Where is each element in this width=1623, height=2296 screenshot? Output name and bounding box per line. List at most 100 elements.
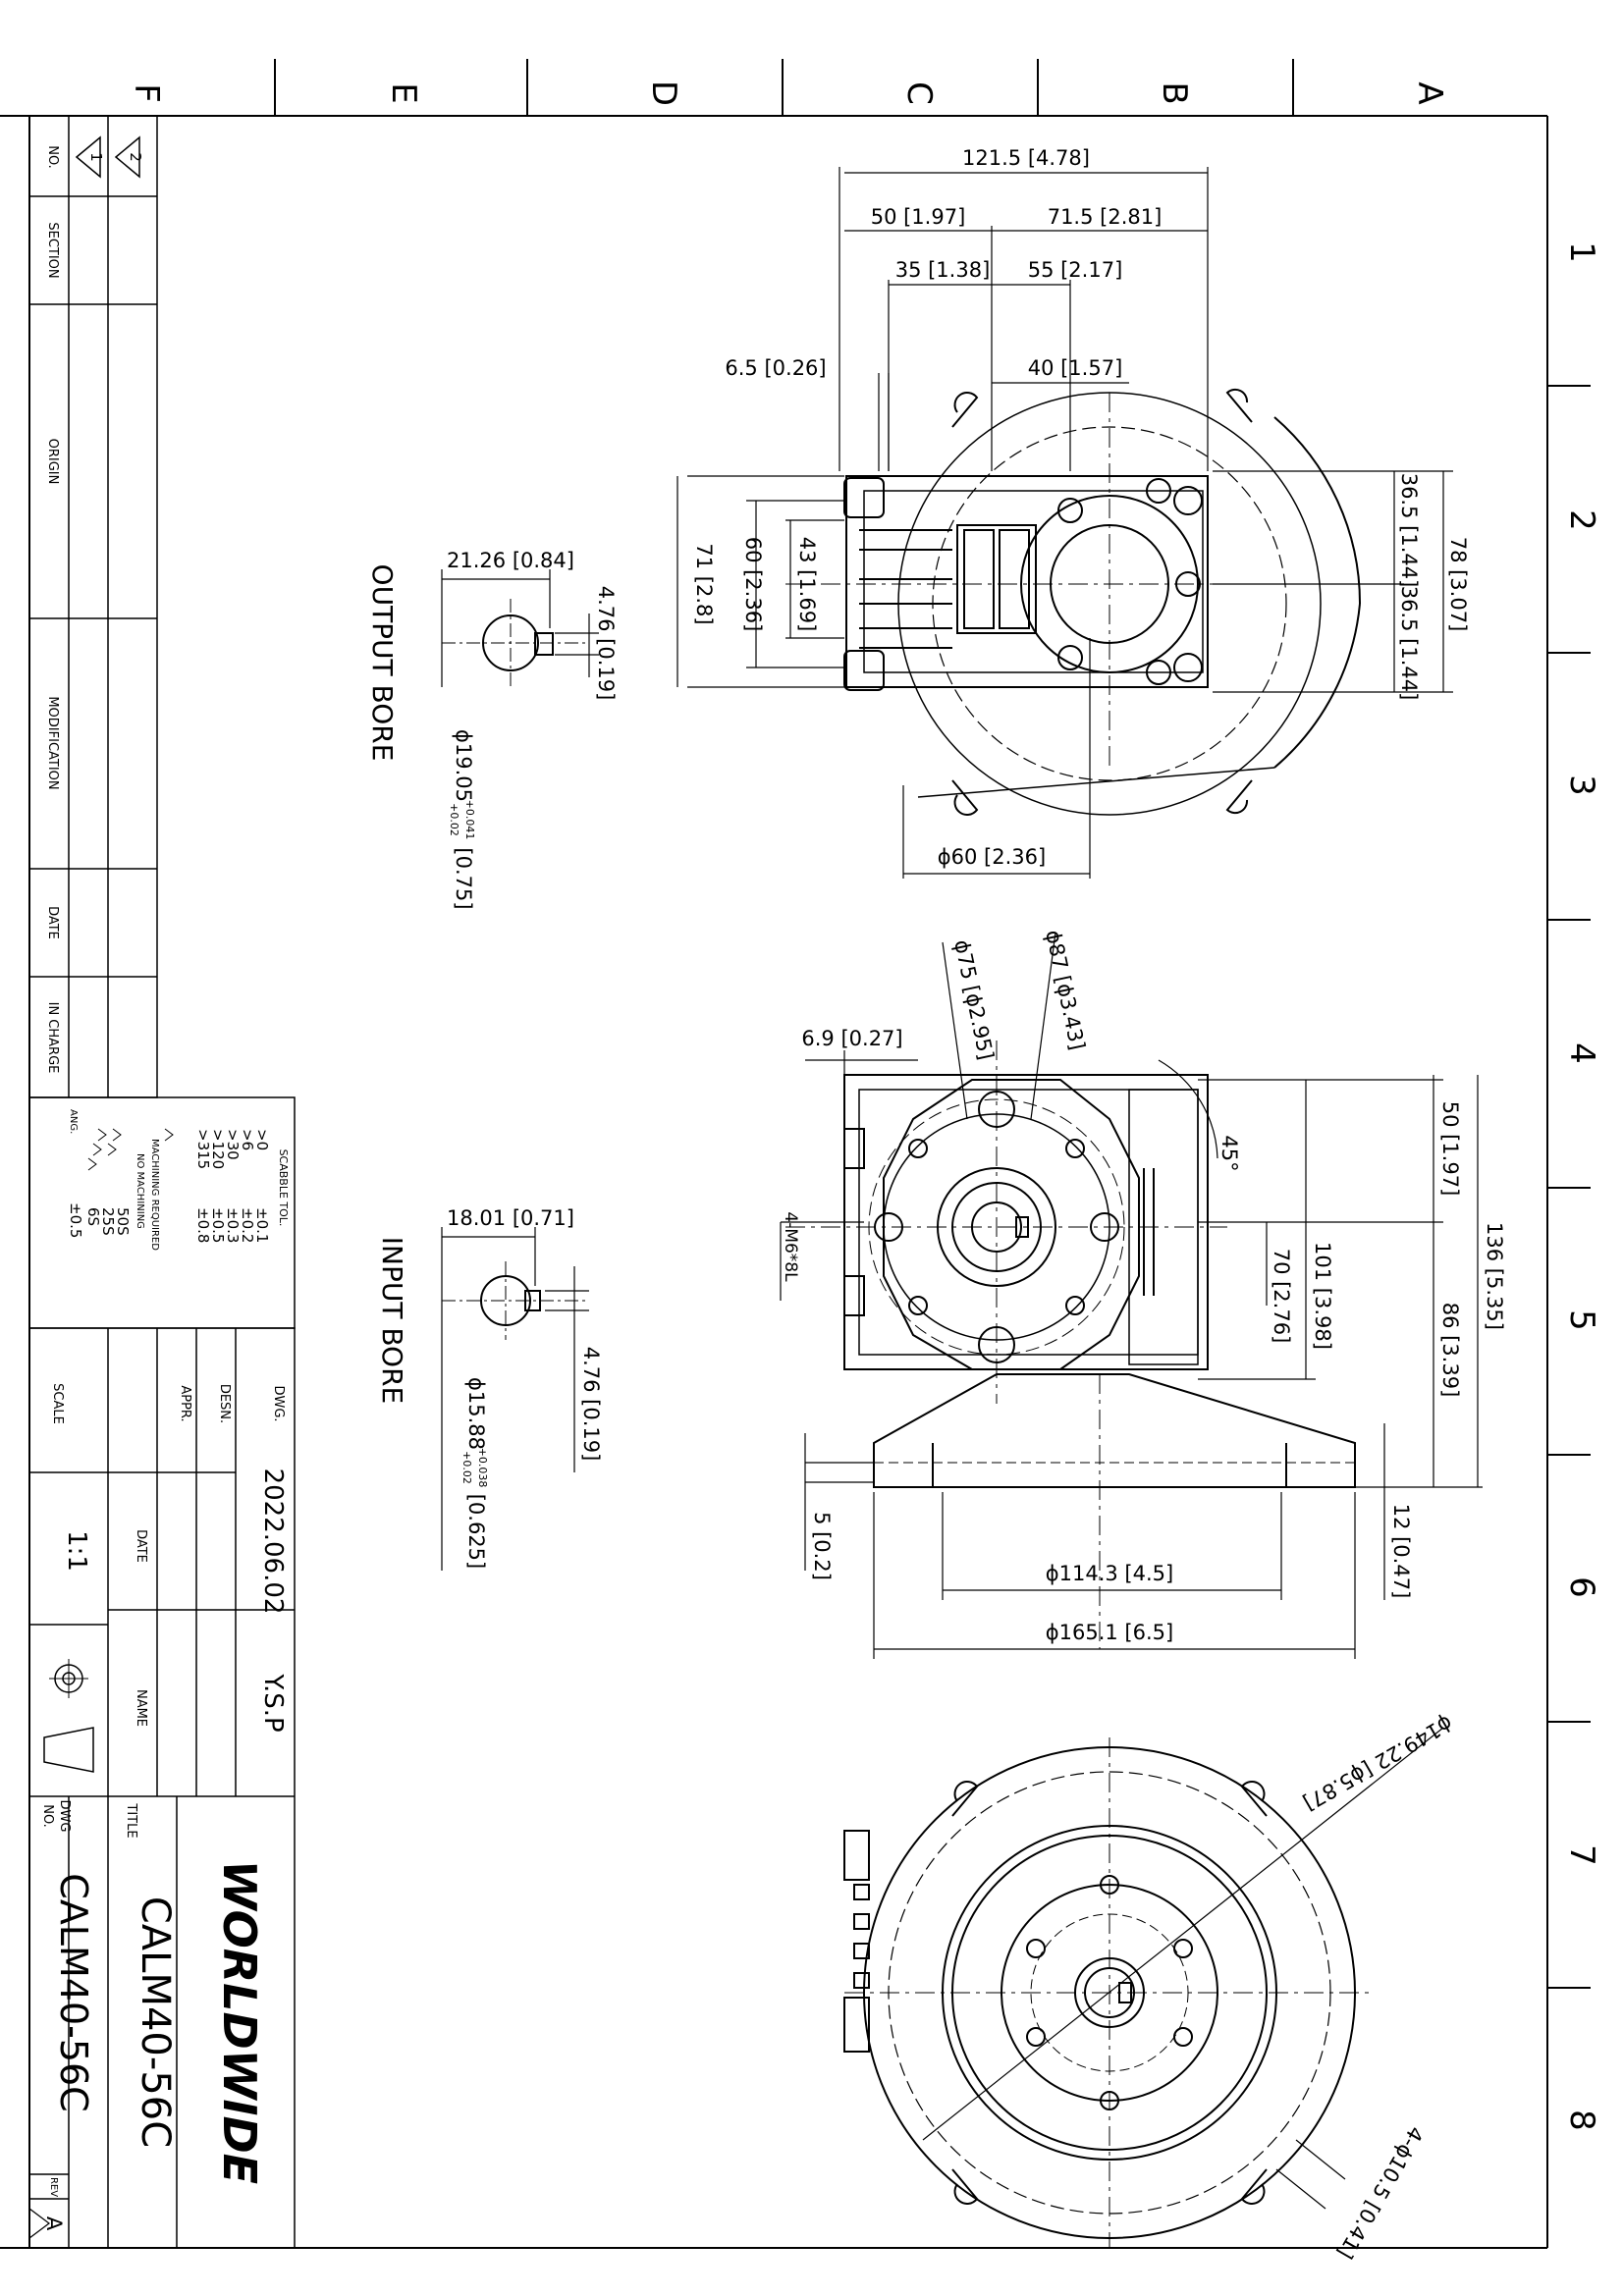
zone-letter-c: C xyxy=(899,81,939,105)
zone-number-7: 7 xyxy=(1562,1844,1601,1866)
title-block xyxy=(28,1327,296,2249)
tol-row-1-key: >6 xyxy=(239,1129,256,1150)
dim-12: 12 [0.47] xyxy=(1389,1504,1413,1599)
zone-number-4: 4 xyxy=(1562,1042,1601,1064)
dim-55: 55 [2.17] xyxy=(1028,258,1123,282)
dim-45-deg: 45° xyxy=(1217,1135,1241,1171)
dim-m6: 4-M6*8L xyxy=(781,1211,800,1282)
dim-101: 101 [3.98] xyxy=(1311,1242,1334,1350)
dim-35: 35 [1.38] xyxy=(895,258,991,282)
zone-letter-d: D xyxy=(644,80,683,106)
zone-number-1: 1 xyxy=(1562,241,1601,263)
input-bore-label: INPUT BORE xyxy=(376,1237,408,1405)
tol-title: SCABBLE TOL. xyxy=(277,1149,290,1227)
output-bore-width: 21.26 [0.84] xyxy=(447,549,574,572)
tb-dwg-date: 2022.06.02 xyxy=(258,1468,288,1615)
tol-ang-label: ANG. xyxy=(68,1109,79,1134)
output-bore-diameter: ϕ19.05 +0.041 +0.02 [0.75] xyxy=(448,729,476,910)
svg-text:+0.041: +0.041 xyxy=(463,800,476,840)
tol-row-3-key: >120 xyxy=(209,1129,227,1169)
tb-dwgno-label-1: DWG xyxy=(57,1800,72,1833)
tb-rev-label: REV xyxy=(48,2177,59,2197)
tb-dwg-label: DWG. xyxy=(271,1385,286,1421)
dim-43: 43 [1.69] xyxy=(795,537,819,632)
dim-36-5-a: 36.5 [1.44] xyxy=(1397,473,1421,588)
tb-dwgno-label-2: NO. xyxy=(40,1804,55,1828)
tb-date-label: DATE xyxy=(134,1529,148,1563)
rev-header-no: NO. xyxy=(45,145,60,169)
dim-50: 50 [1.97] xyxy=(871,205,966,229)
dim-78: 78 [3.07] xyxy=(1446,537,1470,632)
tb-scale-value: 1:1 xyxy=(62,1530,91,1572)
bottom-view xyxy=(843,1727,1444,2248)
svg-text:[0.625]: [0.625] xyxy=(464,1494,488,1570)
tol-row-2-val: ±0.3 xyxy=(224,1207,242,1243)
svg-text:+0.02: +0.02 xyxy=(460,1451,473,1484)
tol-row-0-val: ±0.1 xyxy=(253,1207,271,1243)
zone-number-2: 2 xyxy=(1562,509,1601,531)
dim-6-9: 6.9 [0.27] xyxy=(801,1027,902,1050)
input-bore-drawing xyxy=(441,1227,589,1571)
svg-text:[0.75]: [0.75] xyxy=(452,847,475,909)
svg-text:ϕ19.05: ϕ19.05 xyxy=(452,729,475,802)
zone-letter-f: F xyxy=(127,83,166,103)
output-bore-key: 4.76 [0.19] xyxy=(594,586,618,701)
dim-phi-60: ϕ60 [2.36] xyxy=(938,845,1046,869)
tol-finish-6s: 6S xyxy=(84,1207,102,1226)
tol-no-machining: NO MACHINING xyxy=(135,1153,145,1229)
dim-121-5: 121.5 [4.78] xyxy=(962,146,1090,170)
rev-mark-2: 2 xyxy=(127,152,144,162)
output-bore-label: OUTPUT BORE xyxy=(366,564,399,762)
side-view xyxy=(785,1041,1356,1649)
zone-letter-e: E xyxy=(384,82,423,103)
tol-ang-value: ±0.5 xyxy=(67,1202,84,1238)
output-bore-drawing xyxy=(441,569,599,687)
dim-70: 70 [2.76] xyxy=(1270,1249,1293,1344)
tol-finish-25s: 25S xyxy=(99,1207,117,1236)
dim-50-side: 50 [1.97] xyxy=(1438,1101,1462,1197)
tol-row-0-key: >0 xyxy=(253,1129,271,1150)
zone-number-8: 8 xyxy=(1562,2109,1601,2131)
input-bore-width: 18.01 [0.71] xyxy=(447,1206,574,1230)
side-view-dims xyxy=(780,932,1483,1659)
zone-number-6: 6 xyxy=(1562,1576,1601,1598)
dim-71-5: 71.5 [2.81] xyxy=(1048,205,1163,229)
top-view xyxy=(785,388,1362,816)
tb-scale-label: SCALE xyxy=(50,1383,65,1424)
zone-number-3: 3 xyxy=(1562,774,1601,796)
tb-title-value: CALM40-56C xyxy=(133,1896,178,2148)
company-logo-text: WORLDWIDE xyxy=(213,1860,266,2184)
dim-136: 136 [5.35] xyxy=(1483,1222,1506,1330)
tb-title-label: TITLE xyxy=(124,1802,138,1838)
rev-header-modification: MODIFICATION xyxy=(45,696,60,789)
dim-60-vert: 60 [2.36] xyxy=(741,537,765,632)
dim-6-5: 6.5 [0.26] xyxy=(725,356,826,380)
zone-numbers xyxy=(1547,385,1591,1989)
input-bore-key: 4.76 [0.19] xyxy=(579,1347,603,1462)
zone-letter-a: A xyxy=(1410,81,1449,104)
rev-header-section: SECTION xyxy=(45,222,60,278)
rev-header-origin: ORIGIN xyxy=(45,439,60,485)
tb-rev-value: A xyxy=(42,2216,66,2231)
svg-text:+0.038: +0.038 xyxy=(476,1448,489,1488)
tb-appr-label: APPR. xyxy=(178,1385,192,1421)
tol-row-2-key: >30 xyxy=(224,1129,242,1160)
rev-header-in-charge: IN CHARGE xyxy=(45,1002,60,1074)
dim-40: 40 [1.57] xyxy=(1028,356,1123,380)
svg-text:+0.02: +0.02 xyxy=(448,803,460,836)
svg-text:ϕ15.88: ϕ15.88 xyxy=(464,1377,488,1450)
dim-86: 86 [3.39] xyxy=(1438,1303,1462,1398)
tol-row-4-key: >315 xyxy=(194,1129,212,1169)
zone-letters xyxy=(274,59,1294,116)
tol-finish-50s: 50S xyxy=(114,1207,132,1236)
input-bore-diameter: ϕ15.88 +0.038 +0.02 [0.625] xyxy=(460,1377,489,1569)
zone-number-5: 5 xyxy=(1562,1309,1601,1331)
rev-header-date: DATE xyxy=(45,906,60,939)
zone-letter-b: B xyxy=(1155,81,1194,104)
dim-phi-165-1: ϕ165.1 [6.5] xyxy=(1046,1621,1173,1644)
tb-desn-label: DESN. xyxy=(217,1384,232,1423)
dim-36-5-b: 36.5 [1.44] xyxy=(1397,586,1421,701)
tb-dwgno-value: CALM40-56C xyxy=(52,1873,95,2111)
tol-row-4-val: ±0.8 xyxy=(194,1207,212,1243)
